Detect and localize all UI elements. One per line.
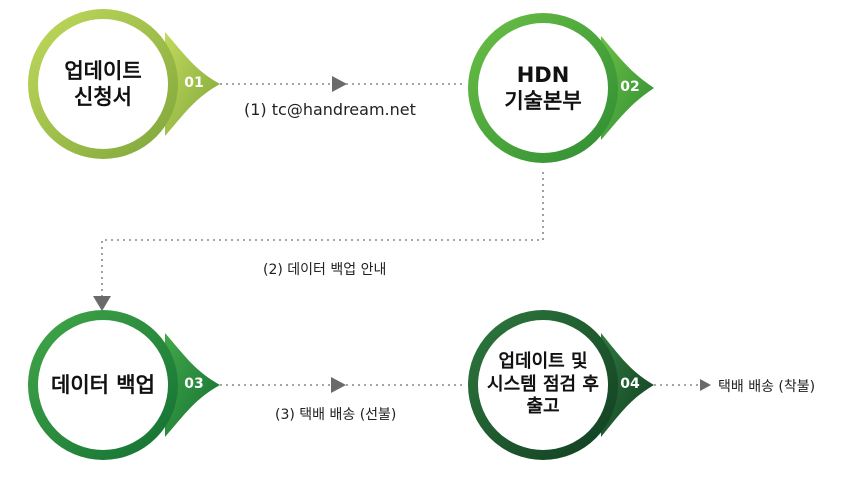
step-3-title: 데이터 백업 [51,372,155,397]
step-4-title: 업데이트 및 시스템 점검 후 출고 [487,351,599,418]
connector-arrows [93,76,711,393]
arrow-1-icon [332,76,347,92]
connector-3-label: (3) 택배 배송 (선불) [275,407,397,423]
connector-2-label: (2) 데이터 백업 안내 [263,262,387,278]
step-2-number: 02 [620,79,640,95]
connector-lines [101,83,708,386]
step-2-shape [468,13,654,163]
arrow-3-icon [331,377,346,393]
connector-1-label: (1) tc@handream.net [244,100,416,119]
step-4-shape [468,310,654,460]
connector-2-line [101,172,544,298]
connector-4-label: 택배 배송 (착불) [718,379,816,395]
step-4-number: 04 [620,376,640,392]
step-3-shape [28,310,220,460]
arrow-4-icon [700,379,711,391]
step-2-title: HDN 기술본부 [504,62,582,113]
arrow-2-icon [93,296,111,311]
step-1-number: 01 [184,75,204,91]
step-1-shape [28,9,220,159]
step-3-number: 03 [184,376,204,392]
step-1-title: 업데이트 신청서 [64,58,142,109]
